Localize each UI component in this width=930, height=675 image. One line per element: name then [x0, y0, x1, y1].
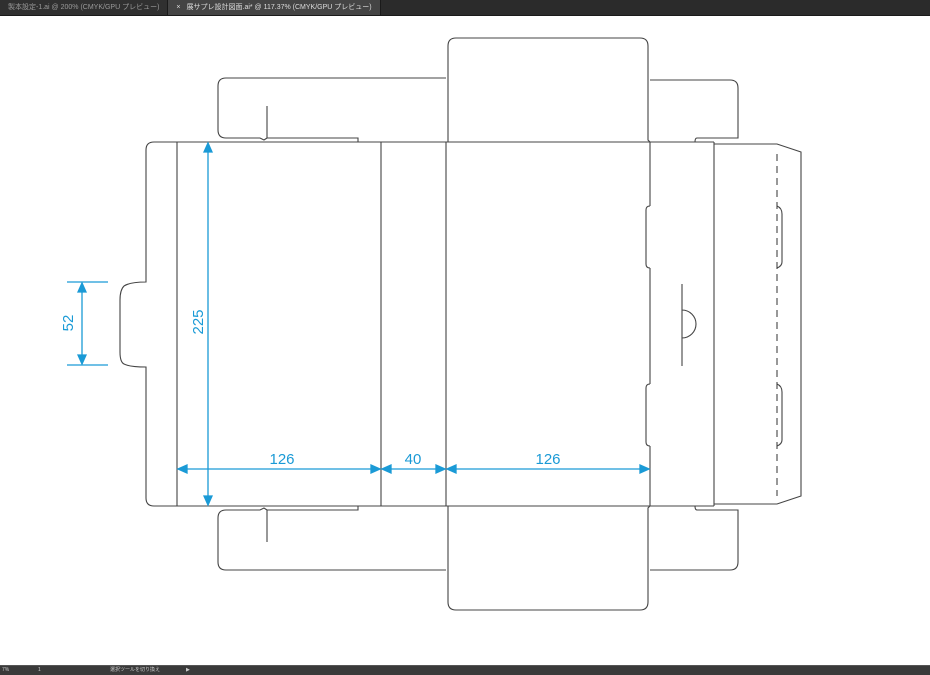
tab-document-2[interactable]: × 展サプレ設計図面.ai* @ 117.37% (CMYK/GPU プレビュー) [168, 0, 381, 15]
dimension-label-width-1: 126 [269, 451, 294, 468]
tab-label: 展サプレ設計図面.ai* @ 117.37% (CMYK/GPU プレビュー) [186, 4, 372, 11]
top-flap [447, 37, 651, 143]
bottom-right-dust-flap [650, 505, 739, 571]
tab-document-1[interactable]: 製本設定-1.ai @ 200% (CMYK/GPU プレビュー) [0, 0, 169, 15]
artboard-number[interactable]: 1 [38, 667, 41, 673]
play-icon[interactable]: ▶ [186, 667, 190, 673]
zoom-select[interactable]: 7% [2, 667, 10, 673]
box-dieline: 52 225 126 40 126 [60, 37, 802, 611]
dimension-label-side: 40 [405, 451, 422, 468]
dimension-label-tab: 52 [60, 315, 77, 332]
bottom-left-dust-flap [217, 506, 446, 571]
artboard-canvas[interactable]: 52 225 126 40 126 [0, 16, 930, 665]
bottom-flap [447, 505, 651, 611]
status-tool-text[interactable]: 選択ツールを切り換え [110, 667, 161, 673]
dimension-label-width-2: 126 [535, 451, 560, 468]
right-tuck-flap [714, 143, 802, 505]
top-left-dust-flap [217, 77, 446, 142]
top-right-dust-flap [650, 79, 739, 143]
left-glue-panel [119, 141, 177, 507]
tab-label: 製本設定-1.ai @ 200% (CMYK/GPU プレビュー) [8, 4, 160, 11]
dimension-label-height: 225 [190, 309, 207, 334]
document-tab-bar: 製本設定-1.ai @ 200% (CMYK/GPU プレビュー) × 展サプレ設… [0, 0, 930, 16]
status-bar: 7% 1 選択ツールを切り換え ▶ [0, 665, 930, 675]
close-icon[interactable]: × [176, 4, 181, 11]
